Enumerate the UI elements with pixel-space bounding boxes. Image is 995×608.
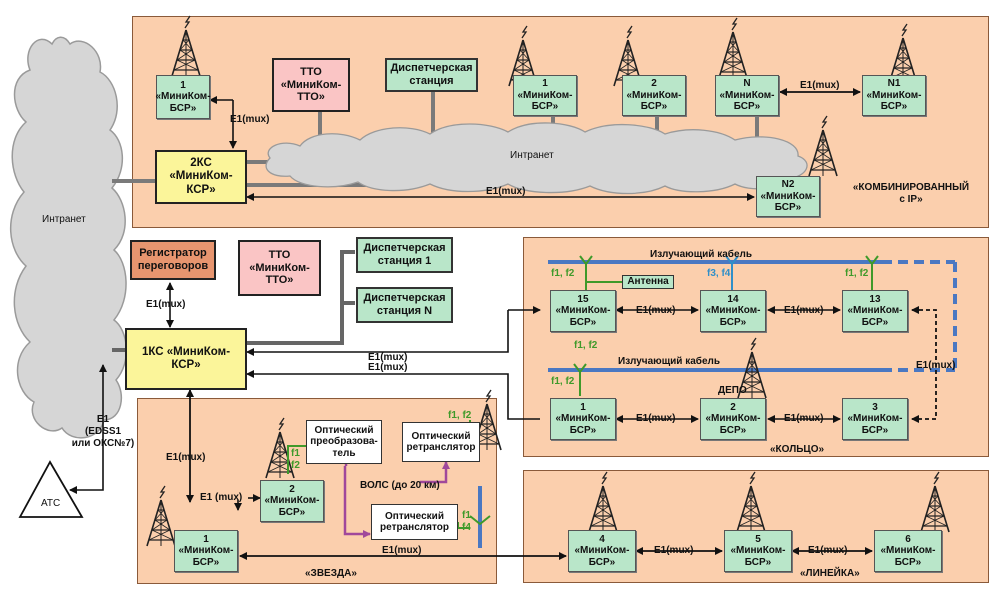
ring-freq-13: f1, f2 (845, 268, 869, 279)
radio-tower-icon (920, 471, 950, 533)
top-e1-left: E1(mux) (230, 114, 270, 125)
ring-cable-top: Излучающий кабель (650, 249, 753, 260)
top-bsr-left: 1 «МиниКом- БСР» (155, 75, 211, 119)
atc-triangle-icon (18, 460, 84, 518)
dispatch-station-1: Диспетчерская станция 1 (356, 237, 453, 273)
star-freq-repeater: f1 f4 (462, 510, 471, 533)
ring-freq-mid: f1, f2 (574, 340, 598, 351)
line-bsr-6: 6 «МиниКом- БСР» (874, 530, 942, 572)
line-bsr-4: 4 «МиниКом- БСР» (568, 530, 636, 572)
radio-tower-icon (718, 17, 748, 79)
radio-tower-icon (736, 471, 766, 533)
registrator-box: Регистратор переговоров (130, 240, 216, 280)
ring-bsr-1: 1 «МиниКом- БСР» (550, 398, 616, 440)
atc-label: АТС (41, 498, 61, 509)
central-ks-node: 1КС «МиниКом- КСР» (125, 328, 247, 390)
star-freq-top: f1, f2 (448, 410, 472, 421)
optical-converter: Оптический преобразова- тель (306, 420, 382, 464)
top-cloud-label: Интранет (510, 150, 554, 161)
star-e1-feed: E1 (mux) (200, 492, 243, 503)
ring-region-title: «КОЛЬЦО» (770, 444, 825, 455)
ring-freq-15: f1, f2 (551, 268, 575, 279)
top-region-title: «КОМБИНИРОВАННЫЙ с IP» (852, 182, 970, 205)
ring-freq-14: f3, f4 (707, 268, 731, 279)
line-region-title: «ЛИНЕЙКА» (800, 568, 860, 579)
line-e1-1-4: E1(mux) (382, 545, 422, 556)
line-bsr-5: 5 «МиниКом- БСР» (724, 530, 792, 572)
line-e1-4-5: E1(mux) (654, 545, 694, 556)
ring-freq-1: f1, f2 (551, 376, 575, 387)
top-tto-box: ТТО «МиниКом- ТТО» (272, 58, 350, 112)
star-bsr-1: 1 «МиниКом- БСР» (174, 530, 238, 572)
optical-repeater-top: Оптический ретранслятор (402, 422, 480, 462)
top-bsr-2: 2 «МиниКом- БСР» (622, 75, 686, 116)
ring-e1-side: E1(mux) (916, 360, 956, 371)
radio-tower-icon (146, 485, 176, 547)
ring-depo: ДЕПО (718, 385, 747, 396)
ring-cable-bottom: Излучающий кабель (618, 356, 721, 367)
top-e1-n-n1: E1(mux) (800, 80, 840, 91)
ring-antenna: Антенна (622, 275, 674, 289)
left-cloud-label: Интранет (42, 214, 86, 225)
radio-tower-icon (265, 417, 295, 479)
top-bsr-n1: N1 «МиниКом- БСР» (862, 75, 926, 116)
ring-bsr-14: 14 «МиниКом- БСР» (700, 290, 766, 332)
intranet-cloud-left (10, 36, 128, 439)
radio-tower-icon (171, 15, 201, 77)
ring-e1-14-13: E1(mux) (784, 305, 824, 316)
left-e1-registrator: E1(mux) (146, 299, 186, 310)
radio-tower-icon (808, 115, 838, 177)
ring-bsr-13: 13 «МиниКом- БСР» (842, 290, 908, 332)
ring-bsr-15: 15 «МиниКом- БСР» (550, 290, 616, 332)
star-region-title: «ЗВЕЗДА» (305, 568, 357, 579)
top-e1-bottom: E1(mux) (486, 186, 526, 197)
line-e1-5-6: E1(mux) (808, 545, 848, 556)
ring-bsr-2: 2 «МиниКом- БСР» (700, 398, 766, 440)
top-bsr-n2: N2 «МиниКом- БСР» (756, 176, 820, 217)
intranet-cloud-top (265, 122, 808, 195)
radio-tower-icon (588, 471, 618, 533)
star-bsr-2: 2 «МиниКом- БСР» (260, 480, 324, 522)
left-tto-box: ТТО «МиниКом- ТТО» (238, 240, 321, 296)
left-e1-ring-top: E1(mux) (368, 352, 408, 363)
top-bsr-n: N «МиниКом- БСР» (715, 75, 779, 116)
left-e1-atc: E1 (EDSS1 или ОКС№7) (71, 414, 135, 449)
top-bsr-1: 1 «МиниКом- БСР» (513, 75, 577, 116)
star-volc-label: ВОЛС (до 20 км) (360, 480, 440, 491)
dispatch-station-n: Диспетчерская станция N (356, 287, 453, 323)
top-ks-node: 2КС «МиниКом- КСР» (155, 150, 247, 204)
ring-e1-2-3: E1(mux) (784, 413, 824, 424)
star-freq-2: f1 f2 (291, 448, 300, 471)
optical-repeater-bottom: Оптический ретранслятор (371, 504, 458, 540)
ring-e1-15-14: E1(mux) (636, 305, 676, 316)
left-e1-star: E1(mux) (166, 452, 206, 463)
left-e1-ring-bottom: E1(mux) (368, 362, 408, 373)
top-dispatch-station: Диспетчерская станция (385, 58, 478, 92)
ring-e1-1-2: E1(mux) (636, 413, 676, 424)
ring-bsr-3: 3 «МиниКом- БСР» (842, 398, 908, 440)
